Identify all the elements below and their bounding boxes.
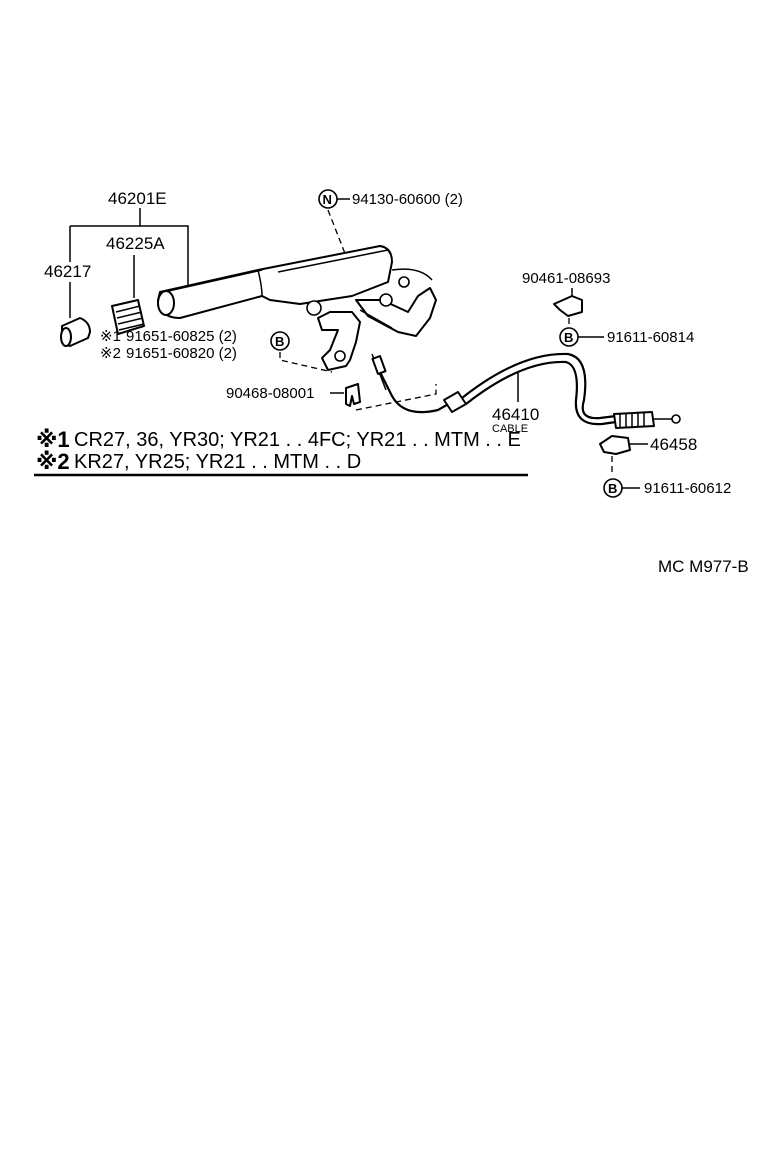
callout-b-badge-bolts <box>270 331 290 351</box>
upper-clamp-part <box>553 295 583 317</box>
cable-part <box>371 352 681 429</box>
label-lower-clamp: 46458 <box>650 435 697 454</box>
figure-code: MC M977-B <box>658 557 749 576</box>
label-upper-bolt: 91611-60814 <box>607 329 694 346</box>
note-2-text: KR27, YR25; YR21 . . MTM . . D <box>74 451 361 473</box>
callout-b-letter-bolts: B <box>275 334 284 349</box>
lower-clamp-part <box>599 435 631 455</box>
label-upper-clamp: 90461-08693 <box>522 270 610 287</box>
label-knob: 46217 <box>44 262 91 281</box>
note-1-text: CR27, 36, YR30; YR21 . . 4FC; YR21 . . M… <box>74 429 521 451</box>
note-1-mark: ※1 <box>36 427 70 452</box>
brake-lever-part <box>157 245 437 371</box>
label-grip: 46225A <box>106 234 165 253</box>
callout-b-letter-upper: B <box>564 330 573 345</box>
callout-b-letter-lower: B <box>608 481 617 496</box>
label-bolt-marked-2: 91651-60820 (2) <box>126 345 237 362</box>
dash-retainer-clip <box>355 384 437 411</box>
dash-bolts <box>279 352 333 373</box>
grip-spring-part <box>111 299 145 335</box>
marker-2-inline: ※2 <box>100 345 121 362</box>
retainer-clip-part <box>345 383 361 407</box>
label-lower-bolt: 91611-60612 <box>644 480 731 497</box>
label-retainer-clip: 90468-08001 <box>226 385 314 402</box>
label-lever-bolt: 94130-60600 (2) <box>352 191 463 208</box>
note-2-mark: ※2 <box>36 449 70 474</box>
dash-lever-bolt <box>327 209 347 257</box>
leader-lever-assembly <box>70 208 189 285</box>
knob-part <box>60 317 91 347</box>
label-cable-caption: CABLE <box>492 423 528 435</box>
label-lever-assembly: 46201E <box>108 189 167 208</box>
label-bolt-marked-1: 91651-60825 (2) <box>126 328 237 345</box>
marker-1-inline: ※1 <box>100 328 121 345</box>
callout-n-letter: N <box>323 192 332 207</box>
label-cable: 46410 <box>492 405 539 424</box>
